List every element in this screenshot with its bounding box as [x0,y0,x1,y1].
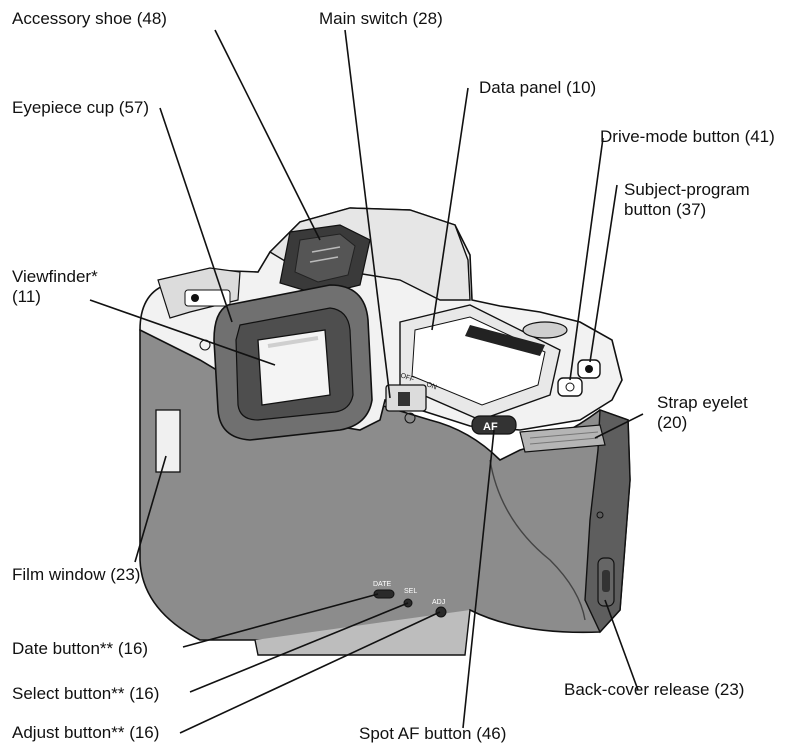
strap-eyelet [519,424,606,453]
leader-back-cover-release [604,599,639,691]
leader-select-button [189,602,409,693]
label-main-switch: Main switch (28) [319,9,443,28]
date-marking: DATE [373,581,391,588]
label-film-window: Film window (23) [12,565,141,584]
label-eyepiece-cup: Eyepiece cup (57) [12,98,150,117]
leader-spot-af [462,429,495,729]
label-date-button: Date button** (16) [12,639,149,658]
leader-film-window [134,455,167,563]
leader-eyepiece-cup [159,107,233,323]
label-data-panel: Data panel (10) [479,78,597,97]
label-strap-eyelet-line1: Strap eyelet [657,393,748,412]
label-viewfinder-line1: Viewfinder* [12,267,98,286]
drive-mode-button [557,377,583,397]
screw-icon [596,511,604,519]
label-spot-af-button: Spot AF button (46) [359,724,507,743]
switch-on-label: ON [425,381,437,391]
af-marking: AF [483,421,498,433]
film-window [155,409,181,473]
control-dial [522,321,568,339]
leader-date-button [182,593,379,648]
adjust-button [435,606,447,618]
date-button [373,589,395,599]
leader-accessory-shoe [214,29,321,241]
camera-grip-side [584,409,631,634]
leader-adjust-button [179,611,441,734]
label-subject-program-line1: Subject-program [624,180,750,199]
leader-main-switch [344,29,391,399]
label-select-button: Select button** (16) [12,684,160,703]
leader-drive-mode [569,137,604,381]
leader-viewfinder [89,299,276,366]
label-adjust-button: Adjust button** (16) [12,723,160,742]
data-panel-mode-icons [465,325,545,356]
left-control-panel [184,289,231,307]
sel-marking: SEL [404,588,417,595]
leader-subject-program [589,184,618,363]
label-accessory-shoe: Accessory shoe (48) [12,9,167,28]
label-subject-program-line2: button (37) [624,200,707,219]
label-viewfinder-line2: (11) [12,287,41,306]
screw-icon [404,412,416,424]
leader-strap-eyelet [594,413,644,439]
adj-marking: ADJ [432,599,445,606]
label-strap-eyelet-line2: (20) [657,413,688,432]
label-drive-mode-button: Drive-mode button (41) [600,127,775,146]
viewfinder [257,329,331,406]
camera-grip-curve [489,459,586,621]
label-back-cover-release: Back-cover release (23) [564,680,745,699]
leader-data-panel [431,87,469,331]
leader-lines [89,29,644,734]
switch-off-label: OFF [399,372,415,383]
